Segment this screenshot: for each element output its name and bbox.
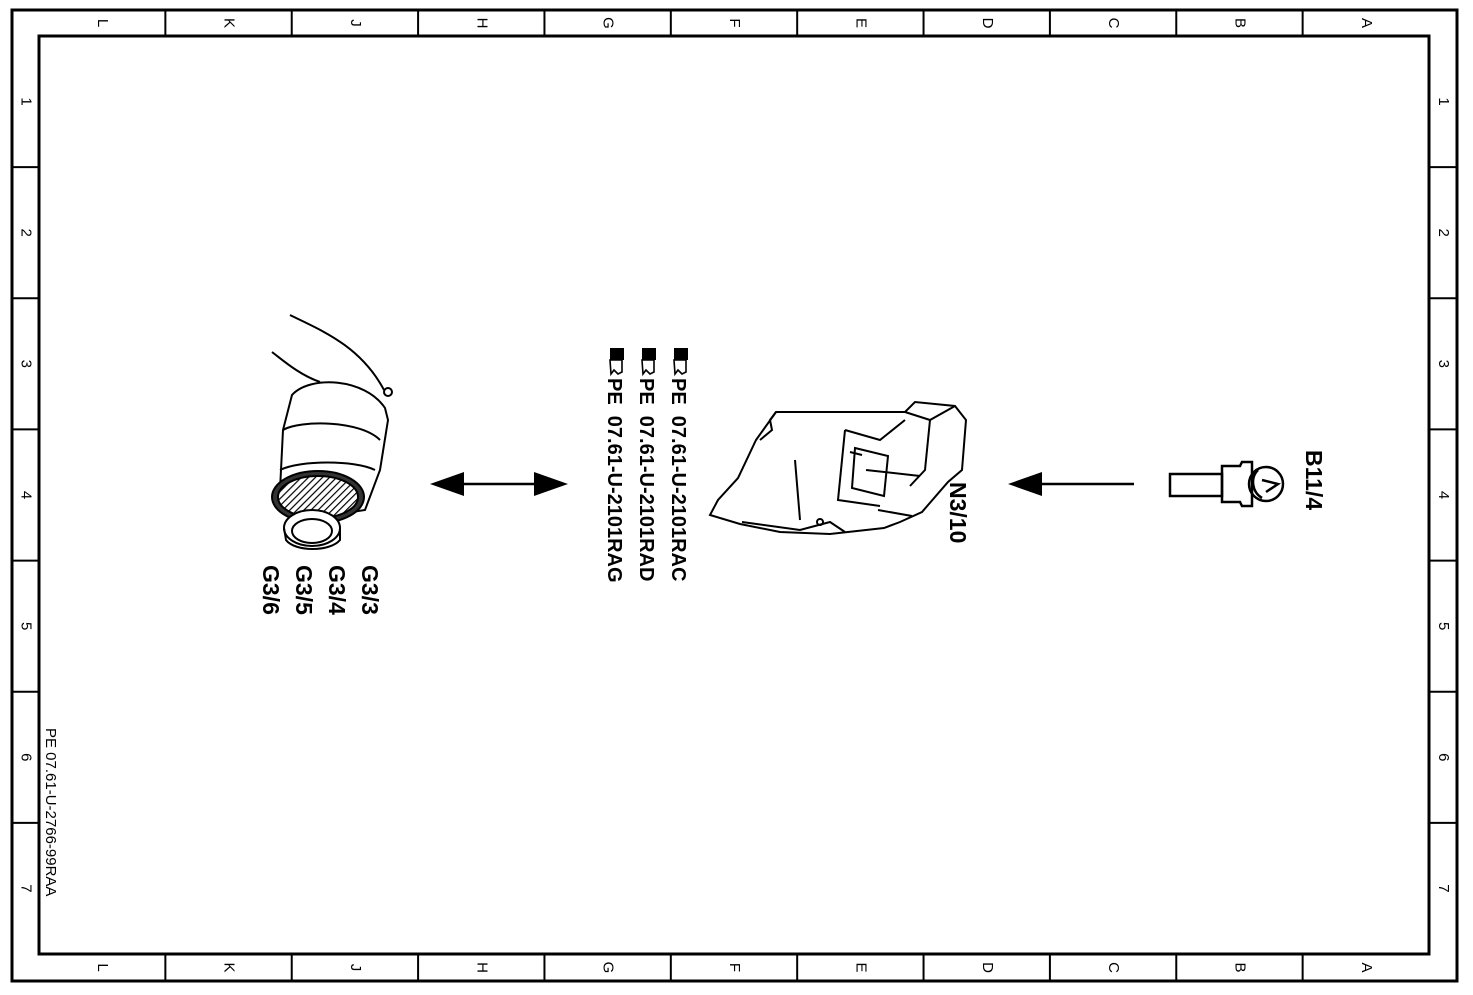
column-label: F bbox=[726, 963, 743, 972]
row-label: 3 bbox=[18, 360, 35, 368]
column-label: A bbox=[1358, 962, 1375, 972]
column-label: F bbox=[726, 18, 743, 27]
column-label: A bbox=[1358, 18, 1375, 28]
row-label: 2 bbox=[1435, 229, 1452, 237]
document-id: PE 07.61-U-2766-99RAA bbox=[42, 728, 59, 896]
n3-10-control-module-illustration bbox=[708, 400, 968, 536]
grid-dividers bbox=[12, 10, 1457, 981]
row-label: 4 bbox=[1435, 491, 1452, 499]
inner-border bbox=[37, 34, 1431, 956]
column-label: C bbox=[1105, 962, 1122, 973]
reference-row: PE 07.61-U-2101RAG bbox=[603, 348, 625, 583]
row-label: 1 bbox=[18, 97, 35, 105]
reference-text: PE 07.61-U-2101RAG bbox=[603, 378, 625, 583]
label-g3-4: G3/4 bbox=[324, 565, 350, 615]
row-label: 6 bbox=[18, 753, 35, 761]
column-label: K bbox=[221, 962, 238, 972]
row-label: 2 bbox=[18, 229, 35, 237]
column-label: H bbox=[473, 18, 490, 29]
pointing-hand-icon bbox=[673, 348, 688, 377]
outer-border bbox=[10, 8, 1459, 983]
column-label: G bbox=[600, 17, 617, 29]
label-b11-4: B11/4 bbox=[1301, 450, 1327, 510]
b11-4-sensor-illustration bbox=[1168, 460, 1285, 508]
grid-labels: L L K K J J H H G G F F E E D D C C B B A A 1 1 2 2 3 3 4 4 5 5 6 6 7 7 bbox=[18, 17, 1453, 973]
column-label: D bbox=[979, 962, 996, 973]
label-g3-5: G3/5 bbox=[291, 565, 317, 615]
signal-arrow bbox=[1008, 472, 1134, 496]
reference-row: PE 07.61-U-2101RAC bbox=[667, 348, 689, 581]
pointing-hand-icon bbox=[609, 348, 624, 377]
reference-text: PE 07.61-U-2101RAD bbox=[635, 378, 657, 581]
g3-labels: G3/3 G3/4 G3/5 G3/6 bbox=[258, 565, 383, 615]
reference-list: PE 07.61-U-2101RAC PE 07.61-U-2101RAD PE… bbox=[603, 348, 689, 583]
row-label: 5 bbox=[18, 622, 35, 630]
row-label: 7 bbox=[18, 884, 35, 892]
row-label: 3 bbox=[1435, 360, 1452, 368]
column-label: G bbox=[600, 962, 617, 974]
row-label: 1 bbox=[1435, 97, 1452, 105]
row-label: 4 bbox=[18, 491, 35, 499]
row-label: 6 bbox=[1435, 753, 1452, 761]
column-label: E bbox=[852, 962, 869, 972]
column-label: L bbox=[94, 963, 111, 971]
column-label: B bbox=[1231, 18, 1248, 28]
column-label: D bbox=[979, 18, 996, 29]
column-label: L bbox=[94, 19, 111, 27]
bidirectional-arrow bbox=[430, 472, 568, 496]
g3-sensor-illustration bbox=[271, 314, 393, 550]
column-label: J bbox=[347, 964, 364, 972]
column-label: C bbox=[1105, 18, 1122, 29]
row-label: 7 bbox=[1435, 884, 1452, 892]
label-g3-6: G3/6 bbox=[258, 565, 284, 615]
column-label: E bbox=[852, 18, 869, 28]
column-label: H bbox=[473, 962, 490, 973]
reference-text: PE 07.61-U-2101RAC bbox=[667, 378, 689, 581]
column-label: K bbox=[221, 18, 238, 28]
row-label: 5 bbox=[1435, 622, 1452, 630]
column-label: B bbox=[1231, 962, 1248, 972]
label-n3-10: N3/10 bbox=[945, 482, 971, 543]
column-label: J bbox=[347, 19, 364, 27]
reference-row: PE 07.61-U-2101RAD bbox=[635, 348, 657, 581]
pointing-hand-icon bbox=[641, 348, 656, 377]
label-g3-3: G3/3 bbox=[357, 565, 383, 615]
